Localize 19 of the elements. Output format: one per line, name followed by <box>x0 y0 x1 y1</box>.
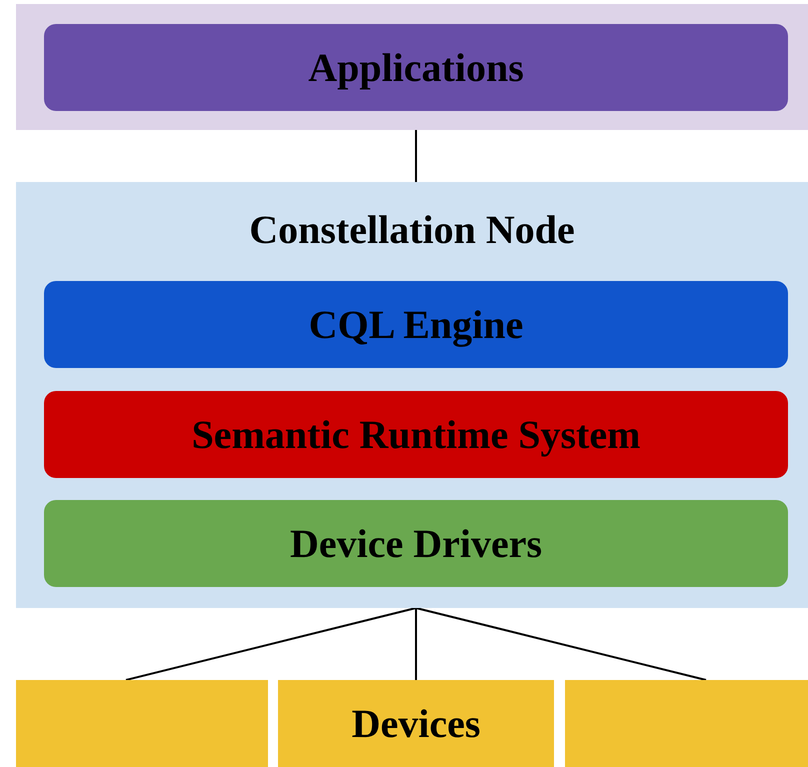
node-panel <box>16 182 808 608</box>
layer-label: Applications <box>308 48 524 88</box>
device-box <box>565 680 808 767</box>
layer-band <box>16 4 808 130</box>
layer-label: Semantic Runtime System <box>192 414 640 454</box>
device-box <box>278 680 554 767</box>
layer-label: Devices <box>352 704 480 744</box>
layer-box <box>44 391 788 478</box>
connector-line <box>415 608 417 680</box>
layer-box <box>44 24 788 111</box>
connector-line <box>416 607 706 681</box>
layer-box <box>44 281 788 368</box>
layer-label: CQL Engine <box>308 304 524 344</box>
layer-label: Device Drivers <box>290 524 542 564</box>
panel-title: Constellation Node <box>249 210 575 250</box>
layer-box <box>44 500 788 587</box>
connector-line <box>415 130 417 182</box>
connector-line <box>126 607 416 681</box>
device-box <box>16 680 268 767</box>
